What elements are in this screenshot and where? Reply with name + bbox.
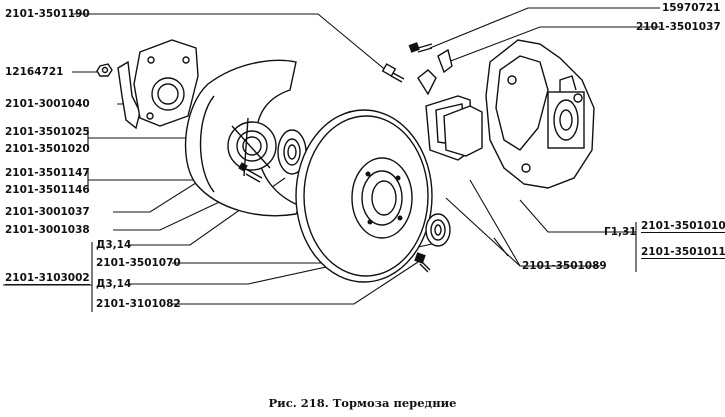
label-rotor: 2101-3501070	[96, 257, 181, 269]
brake-rotor	[295, 109, 433, 283]
label-knuckle-1: 2101-3001037	[5, 206, 90, 218]
label-hub-bearing: 2101-3101082	[96, 298, 181, 310]
nut-12164721	[96, 63, 113, 77]
label-screw-top: 15970721	[662, 2, 721, 14]
lug-bolt	[414, 252, 431, 273]
label-stud-1: 2101-3501147	[5, 167, 90, 179]
label-caliper-bracket: 2101-3501037	[636, 21, 721, 33]
brake-caliper	[485, 39, 595, 189]
outer-bearing	[425, 213, 451, 247]
label-ref-d314-a: Д3,14	[96, 239, 132, 251]
inner-bearing	[277, 129, 307, 175]
clip	[417, 48, 453, 96]
label-knuckle-2: 2101-3001038	[5, 224, 90, 236]
label-hub-group: 2101-3103002	[5, 272, 90, 285]
screw-15970721	[408, 42, 433, 53]
splash-shield	[184, 59, 301, 217]
steering-arm	[117, 39, 199, 130]
bolt-2101-3501190	[381, 63, 405, 83]
label-nut: 12164721	[5, 66, 64, 78]
brake-pads	[425, 95, 483, 161]
label-ref-d314-b: Д3,14	[96, 278, 132, 290]
figure-caption: Рис. 218. Тормоза передние	[268, 396, 457, 410]
label-stud-2: 2101-3501146	[5, 184, 90, 196]
label-oil-seal-1: 2101-3501025	[5, 126, 90, 138]
label-pads: 2101-3501089	[522, 260, 607, 272]
label-oil-seal-2: 2101-3501020	[5, 143, 90, 155]
label-caliper-left: 2101-3501010	[641, 220, 725, 233]
wheel-studs	[238, 162, 263, 183]
label-caliper-right: 2101-3501011	[641, 246, 725, 259]
label-steering-arm: 2101-3001040	[5, 98, 90, 110]
label-ref-g131: Г1,31	[604, 226, 637, 238]
label-bolt-top: 2101-3501190	[5, 8, 90, 20]
